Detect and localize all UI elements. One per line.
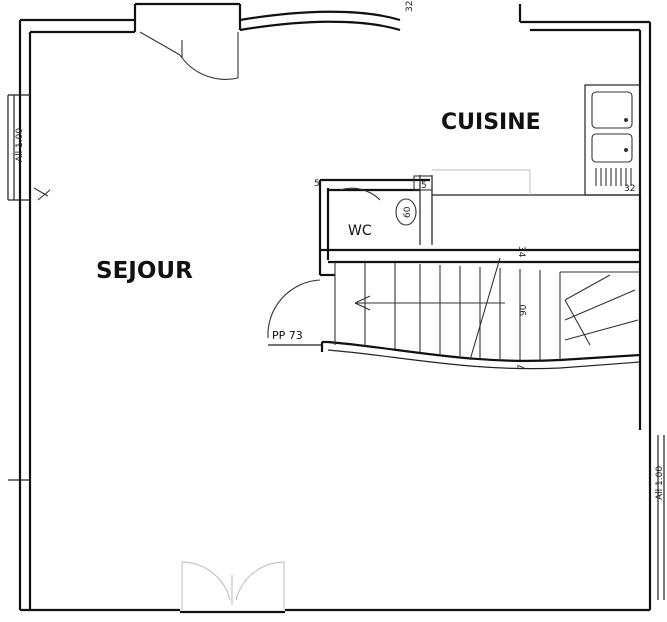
room-label-sejour: SEJOUR bbox=[96, 258, 193, 284]
left-window bbox=[7, 94, 51, 481]
wc-room bbox=[318, 175, 640, 277]
dim-wc-a: 5 bbox=[314, 179, 320, 189]
kitchen-counter bbox=[432, 169, 640, 196]
room-label-wc: WC bbox=[348, 223, 372, 239]
entrance-door bbox=[139, 31, 239, 80]
dim-window-left: All 1.00 bbox=[15, 128, 25, 162]
dim-window-right: All 1.00 bbox=[655, 466, 665, 500]
dim-wc-b: 5 bbox=[421, 181, 427, 191]
patio-door bbox=[181, 561, 285, 610]
toilet-icon bbox=[395, 175, 433, 226]
outer-walls bbox=[18, 2, 652, 614]
dim-stair-depth: 90 bbox=[519, 304, 529, 316]
dim-kitchen: 32 bbox=[624, 184, 635, 194]
staircase-icon bbox=[327, 257, 641, 370]
dim-top: 32 bbox=[405, 1, 415, 12]
dim-stair-bottom: 7 bbox=[517, 364, 527, 370]
door-label-pp: PP 73 bbox=[272, 329, 303, 342]
cooktop-icon bbox=[595, 168, 632, 186]
dim-stair: 34 bbox=[516, 246, 526, 258]
dim-wc-c: 60 bbox=[403, 206, 413, 218]
sink-icon bbox=[584, 84, 641, 196]
right-window bbox=[657, 435, 665, 600]
pp-door bbox=[267, 279, 328, 352]
room-label-cuisine: CUISINE bbox=[441, 110, 541, 135]
